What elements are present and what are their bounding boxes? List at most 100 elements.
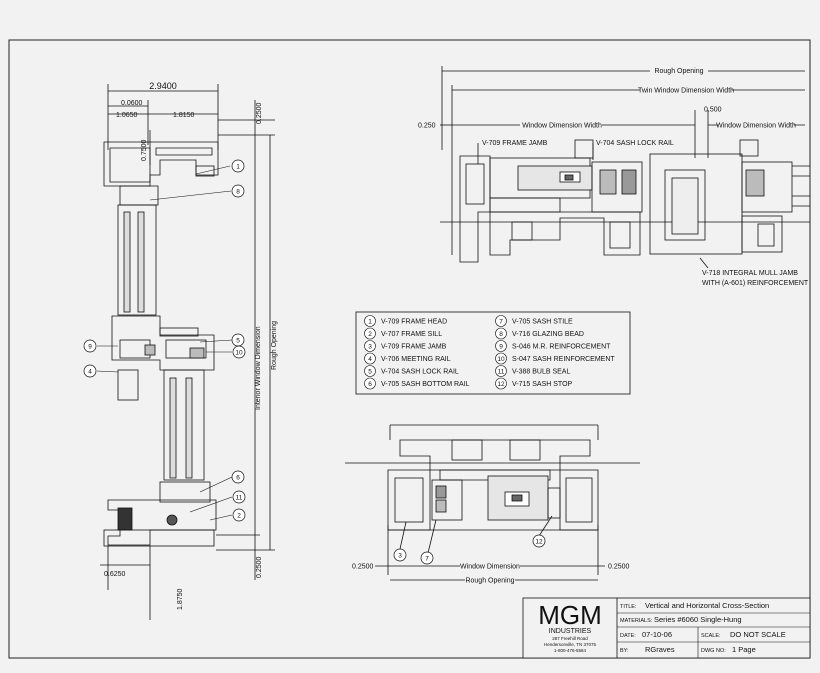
- callout-1: 1: [231, 159, 245, 173]
- sheet-border: [8, 39, 811, 659]
- vertical-callout-lines: [96, 165, 233, 521]
- svg-text:1: 1: [368, 319, 372, 326]
- materials-label: MATERIALS:: [620, 618, 653, 624]
- svg-text:11: 11: [498, 369, 505, 376]
- title-value: Vertical and Horizontal Cross-Section: [645, 601, 769, 610]
- dim-interior: Interior Window Dimension: [255, 326, 262, 410]
- callout-5: 5: [231, 333, 245, 347]
- dim-0250-bl: 0.2500: [352, 564, 374, 571]
- address-line1: 287 Freehill Road: [552, 636, 588, 641]
- legend-item-1: V-709 FRAME HEAD: [381, 319, 447, 326]
- callout-3: 3: [393, 548, 407, 562]
- svg-text:4: 4: [88, 369, 92, 376]
- label-sash-lock-rail: V-704 SASH LOCK RAIL: [596, 140, 674, 147]
- legend-item-10: S-047 SASH REINFORCEMENT: [512, 356, 615, 363]
- svg-text:5: 5: [236, 338, 240, 345]
- window-dimension: Window Dimension: [460, 564, 520, 571]
- legend-item-12: V-715 SASH STOP: [512, 381, 573, 388]
- svg-text:6: 6: [368, 381, 372, 388]
- rough-opening-top: Rough Opening: [654, 68, 703, 75]
- horizontal-top-texts: Rough Opening Twin Window Dimension Widt…: [418, 66, 809, 287]
- svg-text:8: 8: [499, 331, 503, 338]
- callout-10: 10: [232, 345, 246, 359]
- dim-0250-top: 0.250: [418, 123, 436, 130]
- dim-0250-br: 0.2500: [608, 564, 630, 571]
- svg-text:4: 4: [368, 356, 372, 363]
- dim-d4: 0.7500: [141, 139, 148, 161]
- svg-text:7: 7: [499, 319, 503, 326]
- vertical-callouts: 1 8 5 10 9 4 6 11 2: [83, 159, 246, 522]
- dim-top-right: 0.2500: [256, 102, 263, 124]
- dim-d2: 1.0650: [116, 112, 138, 119]
- legend-item-3: V-709 FRAME JAMB: [381, 344, 447, 351]
- dim-bottom-left: 0.6250: [104, 571, 126, 578]
- legend-item-6: V-705 SASH BOTTOM RAIL: [381, 381, 470, 388]
- dim-d3: 1.8150: [173, 112, 195, 119]
- svg-text:2: 2: [237, 513, 241, 520]
- window-width-left: Window Dimension Width: [522, 123, 602, 130]
- title-label: TITLE:: [620, 604, 637, 610]
- by-label: BY:: [620, 648, 629, 654]
- svg-text:9: 9: [499, 344, 503, 351]
- dim-overall: 2.9400: [149, 81, 177, 91]
- company-name: INDUSTRIES: [549, 628, 592, 635]
- legend-right-col: 7 V-705 SASH STILE 8 V-716 GLAZING BEAD …: [495, 315, 615, 390]
- svg-text:3: 3: [368, 344, 372, 351]
- horizontal-bottom-callouts: 3 7 12: [393, 534, 546, 565]
- address-line2: Hendersonville, TN 37075: [544, 642, 596, 647]
- legend-left-col: 1 V-709 FRAME HEAD 2 V-707 FRAME SILL 3 …: [364, 315, 470, 390]
- svg-text:10: 10: [497, 356, 505, 363]
- company-phone: 1-800-476-5584: [554, 648, 587, 653]
- date-value: 07-10-06: [642, 630, 672, 639]
- svg-text:11: 11: [236, 495, 243, 502]
- label-frame-jamb: V-709 FRAME JAMB: [482, 140, 548, 147]
- dim-d1: 0.0600: [121, 100, 143, 107]
- dwg-label: DWG NO:: [701, 648, 726, 654]
- dim-rough: Rough Opening: [271, 321, 278, 370]
- materials-value: Series #6060 Single-Hung: [654, 615, 742, 624]
- dim-bottom-vert: 1.8750: [177, 588, 184, 610]
- dwg-value: 1 Page: [732, 645, 756, 654]
- vertical-dims: 2.9400 0.0600 1.0650 1.8150 0.7500 0.250…: [104, 81, 278, 610]
- legend-item-2: V-707 FRAME SILL: [381, 331, 442, 338]
- twin-window-width: Twin Window Dimension Width: [638, 88, 734, 95]
- legend-item-11: V-388 BULB SEAL: [512, 369, 570, 376]
- svg-text:9: 9: [88, 344, 92, 351]
- company-logo: MGM: [538, 600, 602, 630]
- scale-label: SCALE:: [701, 633, 721, 639]
- label-mull-1: V-718 INTEGRAL MULL JAMB: [702, 270, 798, 277]
- legend-item-4: V-706 MEETING RAIL: [381, 356, 451, 363]
- svg-text:12: 12: [497, 381, 505, 388]
- callout-2: 2: [232, 508, 246, 522]
- callout-9: 9: [83, 339, 97, 353]
- legend-item-8: V-716 GLAZING BEAD: [512, 331, 584, 338]
- dim-0500: 0.500: [704, 107, 722, 114]
- svg-text:10: 10: [235, 350, 243, 357]
- by-value: RGraves: [645, 645, 675, 654]
- legend: 1 V-709 FRAME HEAD 2 V-707 FRAME SILL 3 …: [355, 311, 631, 395]
- callout-8: 8: [231, 184, 245, 198]
- label-mull-2: WITH (A-601) REINFORCEMENT: [702, 280, 809, 287]
- svg-text:1: 1: [236, 164, 240, 171]
- date-label: DATE:: [620, 633, 636, 639]
- scale-value: DO NOT SCALE: [730, 630, 786, 639]
- window-width-right: Window Dimension Width: [716, 123, 796, 130]
- legend-item-7: V-705 SASH STILE: [512, 319, 573, 326]
- horizontal-top-section: [440, 66, 810, 269]
- svg-text:2: 2: [368, 331, 372, 338]
- svg-text:8: 8: [236, 189, 240, 196]
- title-block: MGM INDUSTRIES 287 Freehill Road Henders…: [522, 597, 811, 659]
- rough-opening-bottom: Rough Opening: [465, 578, 514, 585]
- callout-6: 6: [231, 470, 245, 484]
- svg-text:3: 3: [398, 553, 402, 560]
- legend-item-9: S-046 M.R. REINFORCEMENT: [512, 344, 611, 351]
- svg-text:7: 7: [425, 556, 429, 563]
- svg-text:5: 5: [368, 369, 372, 376]
- dim-bottom-right: 0.2500: [256, 556, 263, 578]
- horizontal-bottom-section: [345, 424, 640, 581]
- vertical-section: [100, 84, 275, 620]
- legend-item-5: V-704 SASH LOCK RAIL: [381, 369, 459, 376]
- horizontal-bottom-texts: 0.2500 0.2500 Window Dimension Rough Ope…: [352, 562, 630, 585]
- callout-12: 12: [532, 534, 546, 548]
